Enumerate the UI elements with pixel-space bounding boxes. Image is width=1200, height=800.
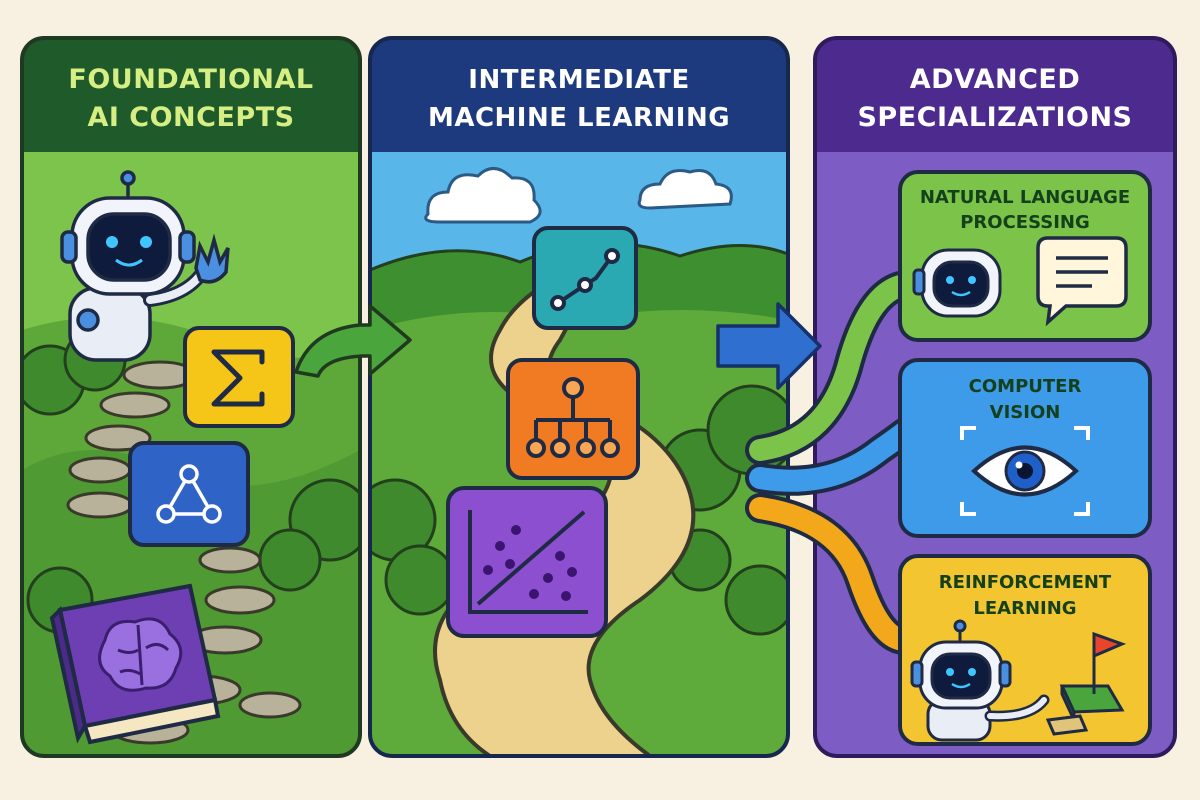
sigma-icon-card [183,326,295,428]
flag-icon [1045,631,1127,736]
robot-mascot [912,248,1002,318]
robot-mascot-waving [60,170,230,362]
arrow-foundational-to-intermediate [294,304,412,378]
sigma-icon [211,349,265,407]
panel-foundational: FOUNDATIONAL AI CONCEPTS [20,36,362,758]
card-cv: COMPUTER VISION [898,358,1152,538]
tree-hierarchy-icon [526,377,620,458]
card-nlp-label-line2: PROCESSING [960,212,1090,233]
card-rl-label-line2: LEARNING [973,598,1076,619]
line-chart-icon-card [532,226,638,330]
card-rl-label-line1: REINFORCEMENT [939,572,1112,593]
panel-advanced-title-line2: SPECIALIZATIONS [857,102,1132,133]
card-cv-label-line1: COMPUTER [969,376,1082,397]
tree-hierarchy-icon-card [506,358,640,480]
graph-nodes-icon [156,464,222,524]
card-nlp-label-line1: NATURAL LANGUAGE [920,187,1130,208]
arrow-intermediate-to-advanced [716,302,822,390]
panel-advanced-header [815,38,1175,152]
card-nlp: NATURAL LANGUAGE PROCESSING [898,170,1152,342]
panel-foundational-header [22,38,360,152]
card-rl: REINFORCEMENT LEARNING [898,554,1152,746]
cloud [424,167,733,224]
panel-foundational-title-line1: FOUNDATIONAL [68,64,313,95]
panel-foundational-title-line2: AI CONCEPTS [87,102,294,133]
scatter-classification-icon [468,510,588,614]
card-cv-label-line2: VISION [990,402,1061,423]
speech-bubble-icon [1036,236,1128,327]
panel-advanced-title-line1: ADVANCED [910,64,1081,95]
brain-book-icon [49,583,221,745]
robot-mascot [910,619,1050,742]
scatter-classification-icon-card [446,486,608,638]
line-chart-icon [550,248,620,311]
panel-intermediate-title-line1: INTERMEDIATE [468,65,689,95]
panel-intermediate: INTERMEDIATE MACHINE LEARNING [368,36,790,758]
eye-icon [960,426,1090,516]
panel-intermediate-header [370,38,788,152]
graph-nodes-icon-card [128,441,250,547]
panel-intermediate-title-line2: MACHINE LEARNING [428,103,730,133]
